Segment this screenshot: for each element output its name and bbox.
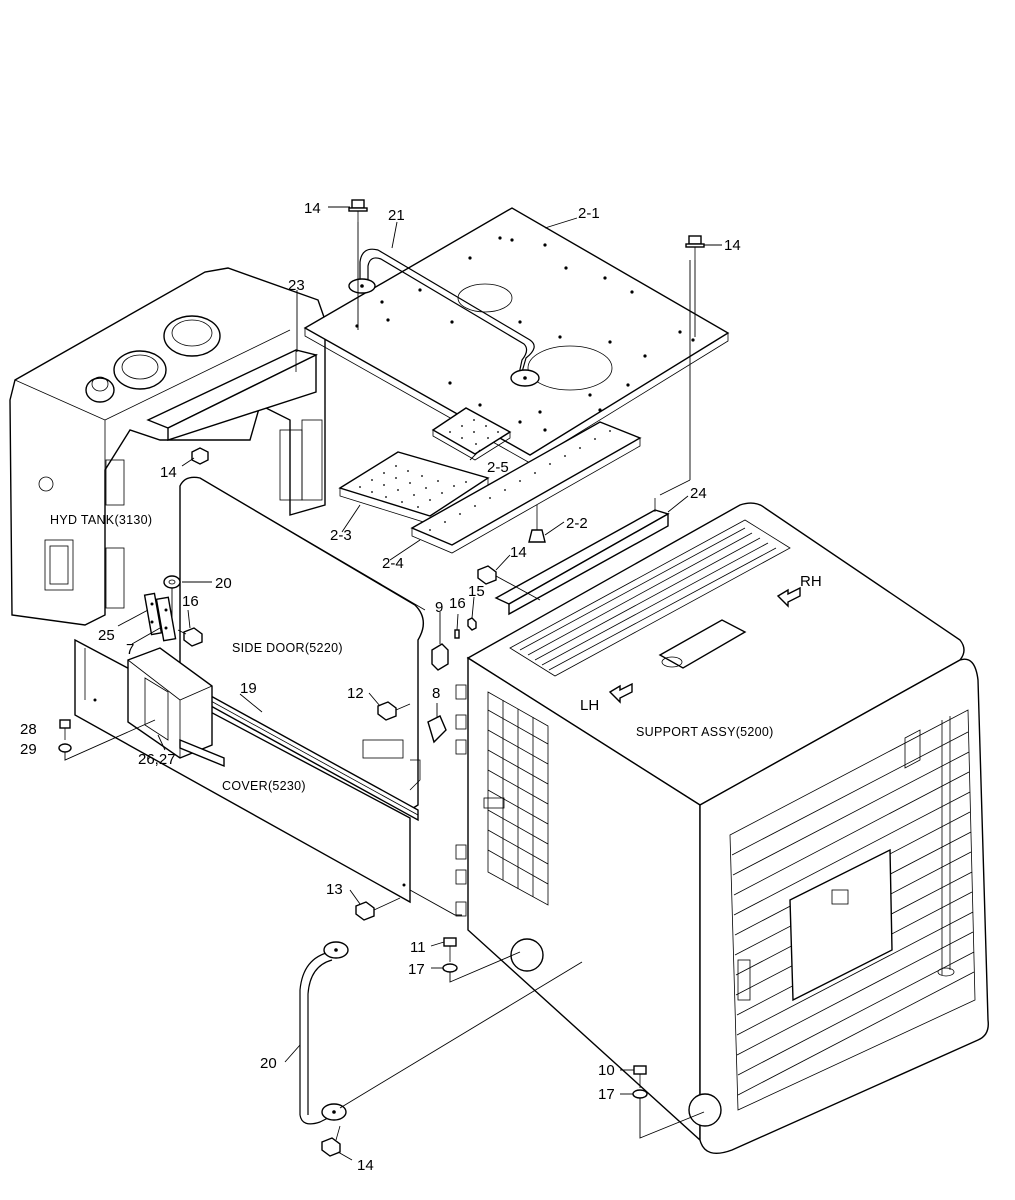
callout-14: 14	[304, 200, 321, 217]
leader-14-right-2	[659, 479, 691, 496]
label-cover: COVER(5230)	[222, 779, 306, 793]
callout-2-5: 2-5	[487, 459, 509, 476]
lh-arrow	[608, 682, 633, 704]
pad-2-4	[410, 421, 642, 554]
hydraulic-tank	[9, 267, 326, 626]
bolt-11	[443, 937, 457, 962]
pad-2-5	[431, 407, 512, 461]
label-support-assy: SUPPORT ASSY(5200)	[636, 725, 774, 739]
callout-14: 14	[510, 544, 527, 561]
callout-26-27: 26,27	[138, 751, 176, 768]
screw-15	[467, 617, 477, 631]
callout-17: 17	[598, 1086, 615, 1103]
washer-20	[163, 575, 181, 618]
bracket-24	[494, 498, 670, 616]
callout-20: 20	[260, 1055, 277, 1072]
bolt-16-hinge	[177, 627, 203, 647]
latch-9	[431, 643, 449, 671]
label-side-door: SIDE DOOR(5220)	[232, 641, 343, 655]
leader-13-cover	[409, 889, 462, 916]
callout-19: 19	[240, 680, 257, 697]
washer-29	[58, 719, 156, 761]
callout-14: 14	[357, 1157, 374, 1174]
callout-leaders	[117, 206, 722, 1161]
bolt-14-top-left	[348, 199, 368, 330]
top-plate-2-1	[303, 207, 730, 464]
bolt-12	[377, 701, 411, 721]
callout-10: 10	[598, 1062, 615, 1079]
callout-7: 7	[126, 641, 134, 658]
washer-17-right	[632, 1089, 705, 1139]
label-rh: RH	[800, 573, 822, 590]
side-door	[179, 476, 426, 811]
label-hyd-tank: HYD TANK(3130)	[50, 513, 152, 527]
callout-2-4: 2-4	[382, 555, 404, 572]
handle-21	[348, 248, 540, 387]
bolt-16-latch	[454, 629, 460, 639]
hinge-25	[143, 592, 163, 636]
callout-16: 16	[449, 595, 466, 612]
callout-12: 12	[347, 685, 364, 702]
callout-2-3: 2-3	[330, 527, 352, 544]
callout-14: 14	[160, 464, 177, 481]
bracket-23	[146, 349, 319, 441]
label-lh: LH	[580, 697, 599, 714]
bolt-14-top-right	[685, 235, 705, 337]
callout-21: 21	[388, 207, 405, 224]
callout-20: 20	[215, 575, 232, 592]
bracket-26-27	[127, 647, 225, 768]
rh-arrow	[776, 586, 801, 608]
hinge-7	[155, 596, 177, 642]
callout-2-2: 2-2	[566, 515, 588, 532]
assembly-labels: HYD TANK(3130) SIDE DOOR(5220) COVER(523…	[50, 513, 822, 793]
callout-29: 29	[20, 741, 37, 758]
bolt-14-handle	[321, 1125, 341, 1157]
bolt-28	[59, 719, 71, 740]
grab-handle-20	[299, 941, 583, 1125]
callout-11: 11	[410, 939, 426, 956]
callout-14: 14	[724, 237, 741, 254]
support-assembly	[455, 502, 989, 1154]
callout-23: 23	[288, 277, 305, 294]
callout-17: 17	[408, 961, 425, 978]
washer-17-left	[442, 951, 521, 983]
callout-24: 24	[690, 485, 707, 502]
pad-2-3	[338, 451, 490, 525]
pad-dot-pattern	[359, 419, 611, 531]
callout-2-1: 2-1	[578, 205, 600, 222]
rubber-stop-2-2	[528, 505, 546, 543]
callout-16: 16	[182, 593, 199, 610]
part-callouts: 14 21 2-1 14 23 14 2-5 24 2-3 2-2 2-4 14…	[20, 200, 741, 1174]
bolt-14-bracket	[181, 447, 209, 467]
callout-9: 9	[435, 599, 443, 616]
bolt-13	[355, 897, 401, 921]
callout-8: 8	[432, 685, 440, 702]
bolt-14-bracket-24	[477, 565, 541, 601]
catch-8	[427, 715, 447, 744]
callout-13: 13	[326, 881, 343, 898]
callout-25: 25	[98, 627, 115, 644]
callout-15: 15	[468, 583, 485, 600]
callout-28: 28	[20, 721, 37, 738]
